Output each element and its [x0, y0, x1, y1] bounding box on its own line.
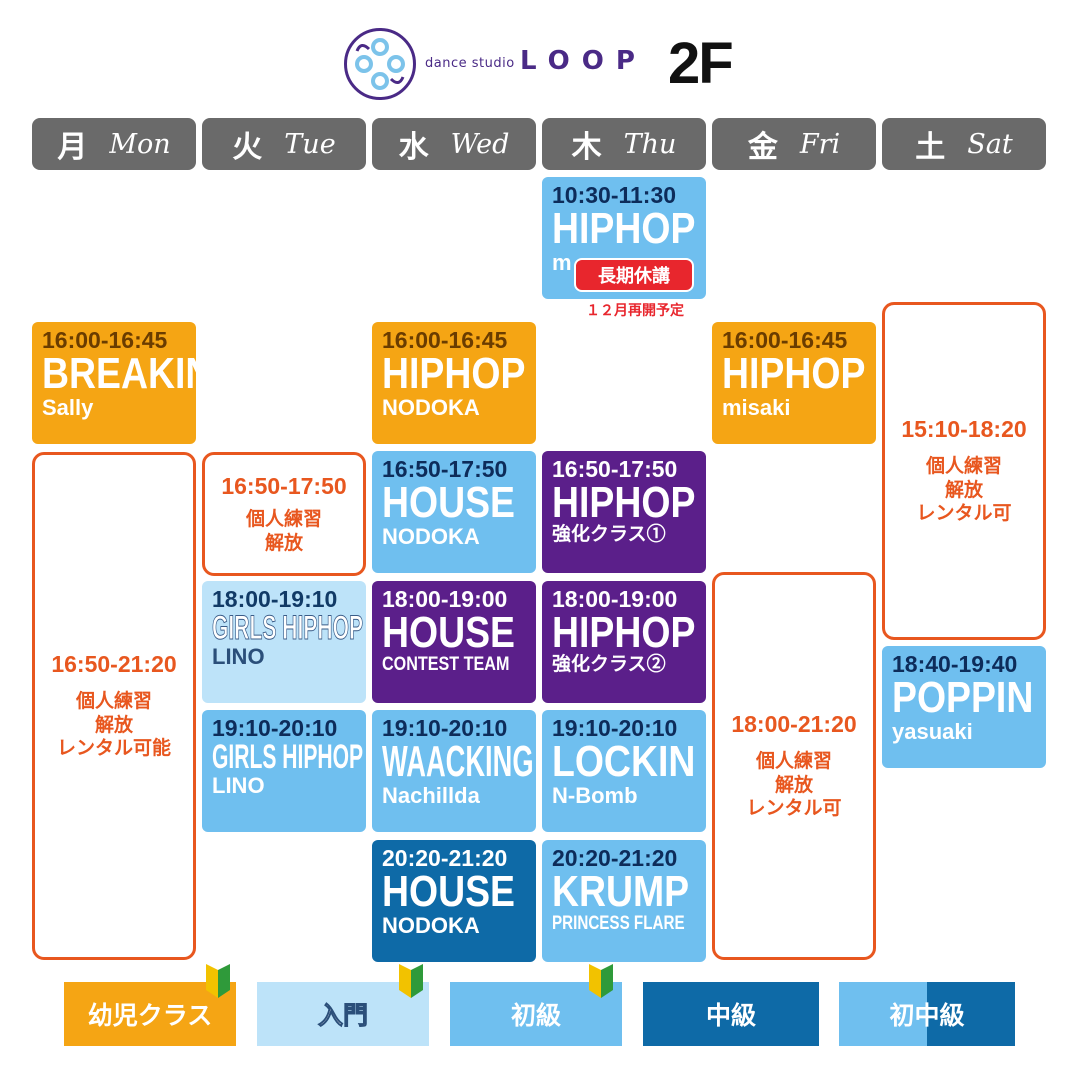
class-card-wed-1600[interactable]: 16:00-16:45 HIPHOP NODOKA	[372, 322, 536, 444]
beginner-mark-icon	[206, 964, 230, 998]
class-card-fri-1600[interactable]: 16:00-16:45 HIPHOP misaki	[712, 322, 876, 444]
open-practice-tue: 16:50-17:50 個人練習 解放	[202, 452, 366, 576]
legend-intro: 入門	[257, 982, 429, 1046]
legend-intermediate: 中級	[643, 982, 819, 1046]
loop-logo-icon	[355, 38, 405, 90]
open-practice-fri: 18:00-21:20 個人練習 解放 レンタル可	[712, 572, 876, 960]
open-practice-mon: 16:50-21:20 個人練習 解放 レンタル可能	[32, 452, 196, 960]
class-card-thu-1800[interactable]: 18:00-19:00 HIPHOP 強化クラス②	[542, 581, 706, 703]
class-card-thu-1910[interactable]: 19:10-20:10 LOCKIN N-Bomb	[542, 710, 706, 832]
class-card-tue-1910[interactable]: 19:10-20:10 GIRLS HIPHOP LINO	[202, 710, 366, 832]
beginner-mark-icon	[399, 964, 423, 998]
class-card-thu-2020[interactable]: 20:20-21:20 KRUMP PRINCESS FLARE	[542, 840, 706, 962]
class-card-wed-1650[interactable]: 16:50-17:50 HOUSE NODOKA	[372, 451, 536, 573]
class-card-thu-1650[interactable]: 16:50-17:50 HIPHOP 強化クラス①	[542, 451, 706, 573]
class-card-wed-1910[interactable]: 19:10-20:10 WAACKING Nachillda	[372, 710, 536, 832]
open-practice-sat: 15:10-18:20 個人練習 解放 レンタル可	[882, 302, 1046, 640]
beginner-mark-icon	[589, 964, 613, 998]
class-card-sat-1840[interactable]: 18:40-19:40 POPPIN yasuaki	[882, 646, 1046, 768]
brand-subtitle: dance studio	[425, 56, 515, 71]
suspended-badge: 長期休講	[574, 258, 694, 292]
class-card-wed-2020[interactable]: 20:20-21:20 HOUSE NODOKA	[372, 840, 536, 962]
class-card-wed-1800[interactable]: 18:00-19:00 HOUSE CONTEST TEAM	[372, 581, 536, 703]
legend-kids: 幼児クラス	[64, 982, 236, 1046]
legend-beginner-intermediate: 初中級	[839, 982, 1015, 1046]
class-card-mon-1600[interactable]: 16:00-16:45 BREAKIN' Sally	[32, 322, 196, 444]
studio-logo	[344, 28, 416, 100]
floor-label: 2F	[668, 31, 734, 96]
brand-name: LOOP	[520, 46, 647, 76]
resume-note: １２月再開予定	[586, 303, 684, 319]
class-card-tue-1800[interactable]: 18:00-19:10 GIRLS HIPHOP LINO	[202, 581, 366, 703]
